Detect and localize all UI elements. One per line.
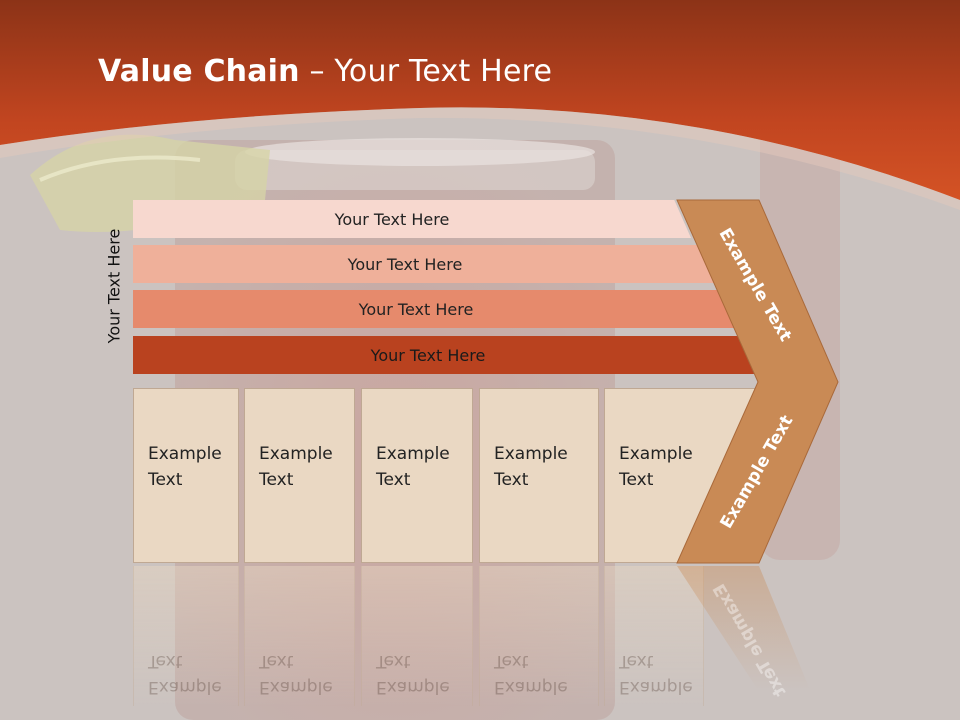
slide-title: Value Chain – Your Text Here [98,54,552,89]
card-3-line2: Text [376,470,411,490]
bar-2: Your Text Here [133,245,717,283]
card-1-line1: Example [148,444,222,464]
card-4: Example Text [479,388,599,563]
bar-3: Your Text Here [133,290,739,328]
card-5-line1: Example [619,444,693,464]
card-2: Example Text [244,388,355,563]
title-bold: Value Chain [98,54,300,89]
chevron-reflection [677,566,810,690]
card-1-line2: Text [148,470,183,490]
card-3-line1: Example [376,444,450,464]
bar-3-label: Your Text Here [358,299,474,319]
bar-1: Your Text Here [133,200,691,238]
title-rest: – Your Text Here [299,54,553,89]
bar-4-label: Your Text Here [370,345,486,365]
card-4-line2: Text [494,470,529,490]
card-2-line2: Text [259,470,294,490]
bar-1-label: Your Text Here [334,209,450,229]
card-2-line1: Example [259,444,333,464]
card-3: Example Text [361,388,473,563]
card-4-line1: Example [494,444,568,464]
card-1: Example Text [133,388,239,563]
card-5-line2: Text [619,470,654,490]
bar-2-label: Your Text Here [347,254,463,274]
bar-4: Your Text Here [133,336,763,374]
chevron-shape [676,199,839,564]
